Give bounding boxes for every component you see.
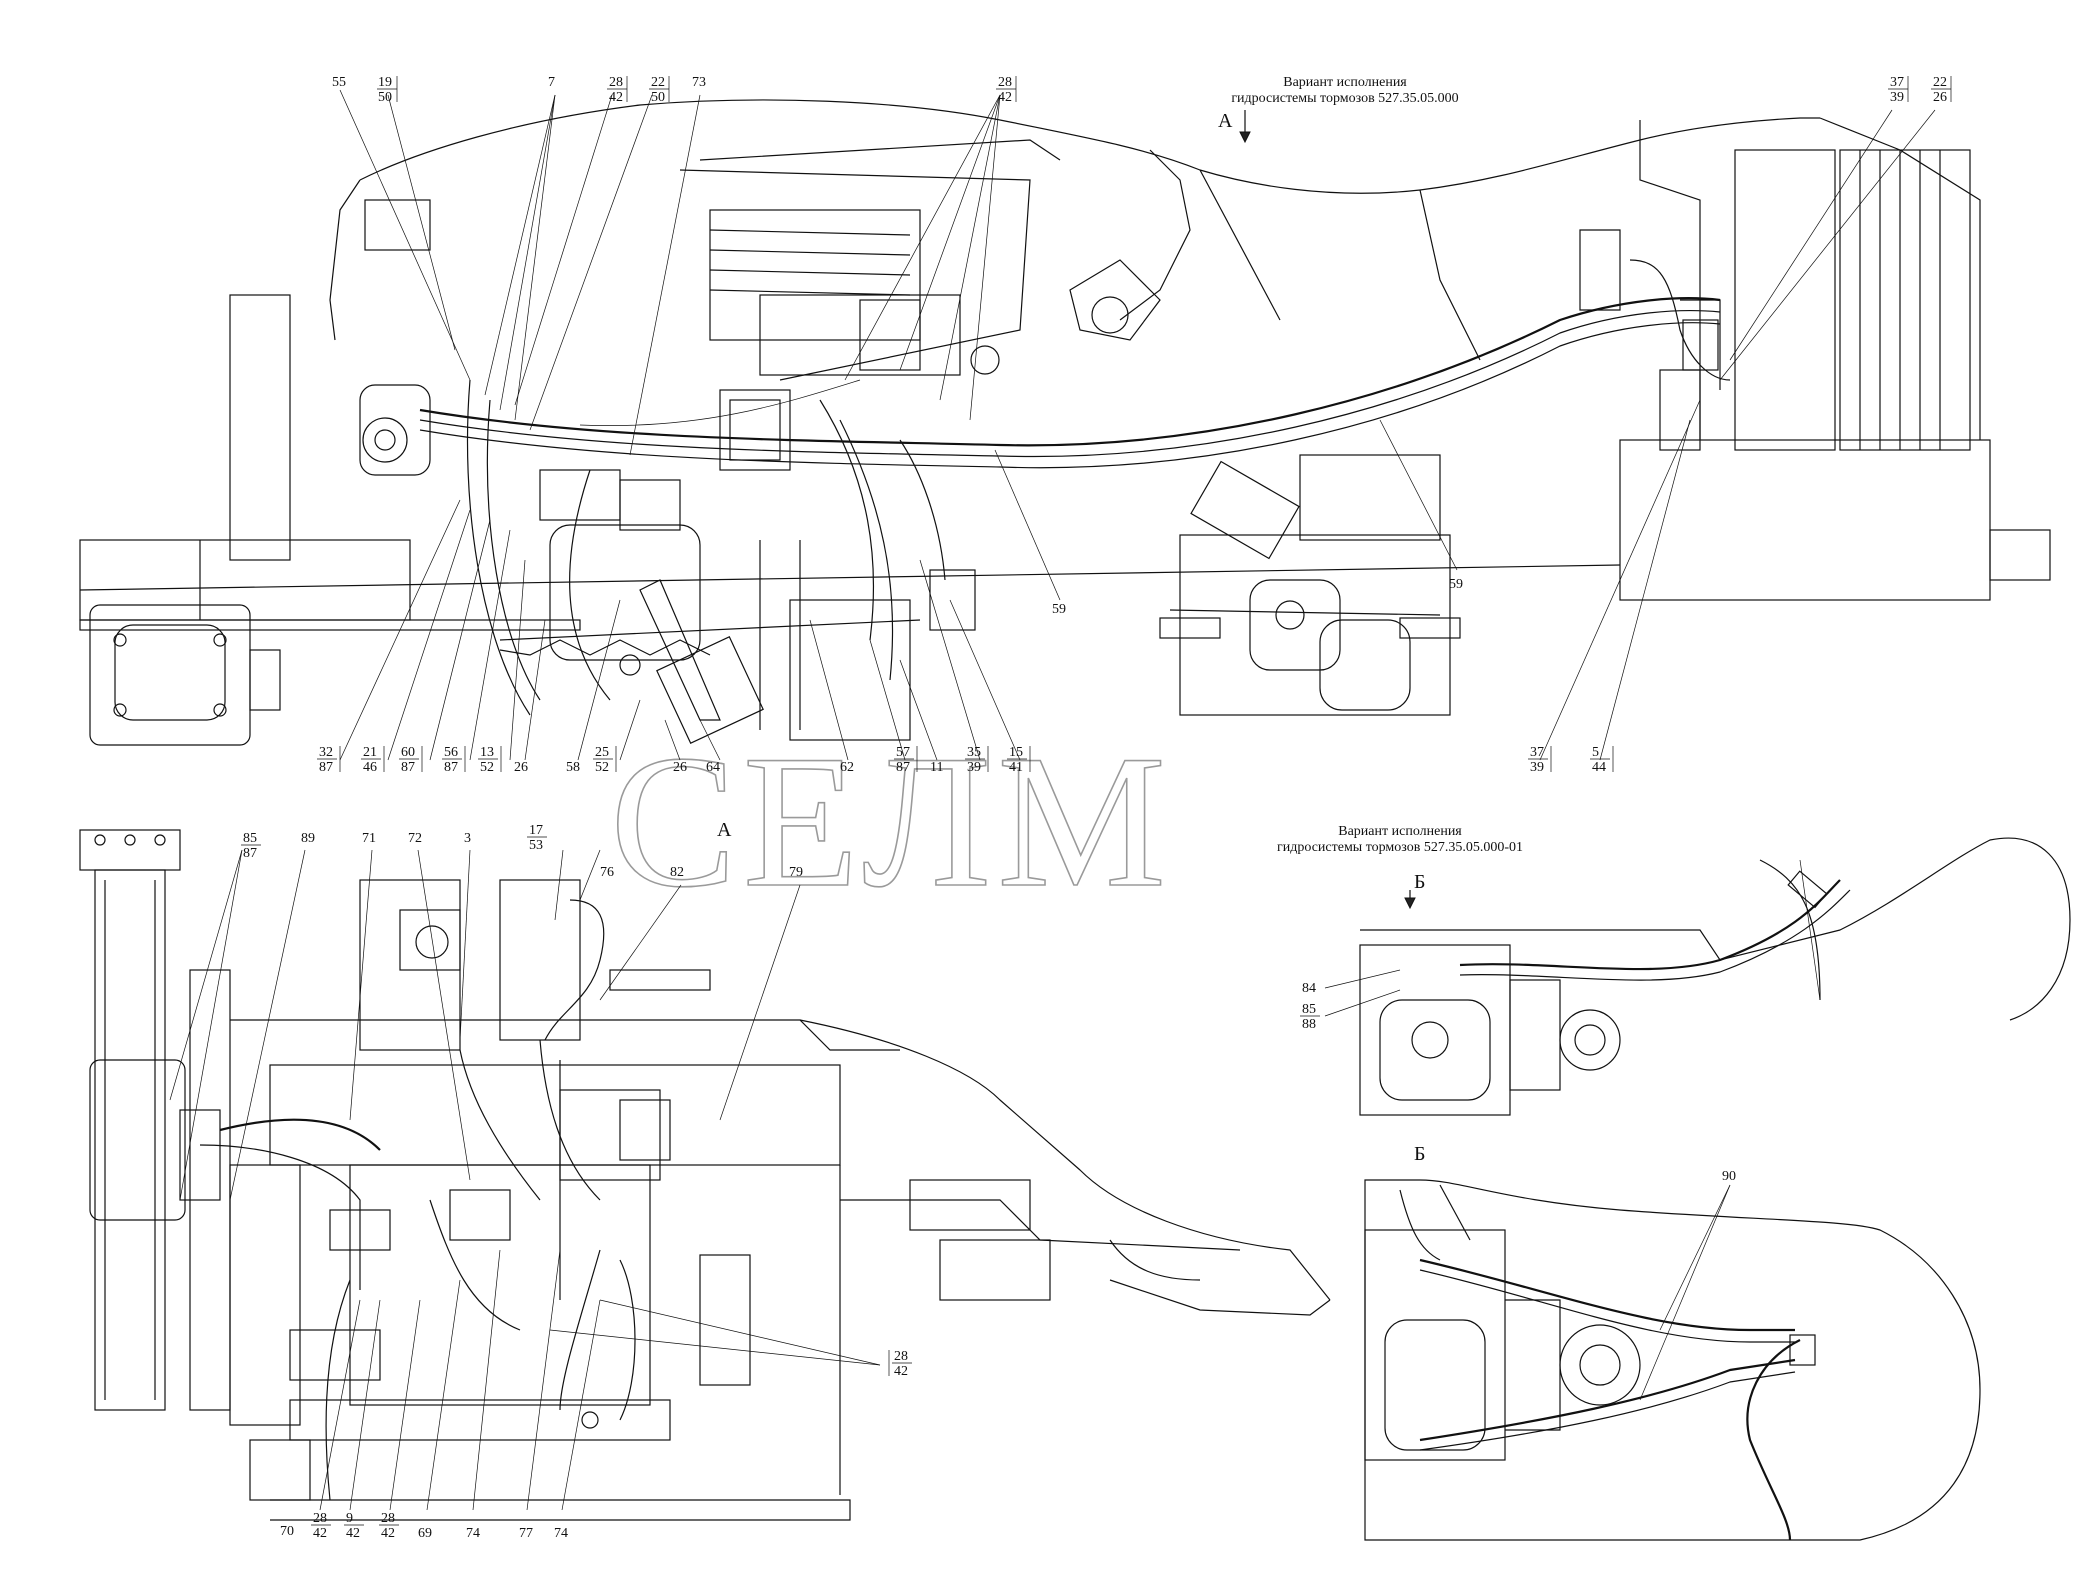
callout: 11 <box>930 760 943 775</box>
callouts-view-b: 84 85 88 90 <box>1300 969 1736 1184</box>
callout: 37 <box>1530 745 1544 760</box>
callout: 74 <box>554 1526 568 1541</box>
callout: 41 <box>1009 760 1023 775</box>
callout: 70 <box>280 1524 294 1539</box>
watermark-text: СЕЛМ <box>610 717 1172 927</box>
callout: 58 <box>566 760 580 775</box>
variant-1-caption-line2: гидросистемы тормозов 527.35.05.000 <box>1231 91 1458 106</box>
callout: 71 <box>362 831 376 846</box>
view-label-a-top: А <box>1218 110 1233 132</box>
callout: 28 <box>313 1511 327 1526</box>
callout: 87 <box>243 846 257 861</box>
view-label-b: Б <box>1414 1143 1425 1165</box>
callout: 59 <box>1449 577 1463 592</box>
callout: 87 <box>319 760 333 775</box>
callout: 82 <box>670 865 684 880</box>
callouts-top: 55 19 50 7 28 42 22 50 73 28 42 37 39 22… <box>332 75 1952 617</box>
callout: 25 <box>595 745 609 760</box>
callout: 13 <box>480 745 494 760</box>
callout: 42 <box>609 90 623 105</box>
callout: 35 <box>967 745 981 760</box>
top-side-view <box>79 99 2051 746</box>
callout: 26 <box>1933 90 1947 105</box>
callout: 74 <box>466 1526 480 1541</box>
callout: 50 <box>651 90 665 105</box>
callout: 52 <box>595 760 609 775</box>
callout: 42 <box>894 1364 908 1379</box>
callout: 42 <box>381 1526 395 1541</box>
callout: 46 <box>363 760 377 775</box>
callout: 42 <box>998 90 1012 105</box>
callouts-view-a: 85 87 89 71 72 3 17 53 76 82 79 28 42 70… <box>241 823 912 1541</box>
callout: 32 <box>319 745 333 760</box>
callout: 85 <box>1302 1002 1316 1017</box>
callout: 22 <box>651 75 665 90</box>
callout: 37 <box>1890 75 1904 90</box>
callout: 79 <box>789 865 803 880</box>
callout: 39 <box>967 760 981 775</box>
bottom-plan-view-a <box>79 829 1331 1521</box>
view-b-lower <box>1364 1179 1981 1541</box>
variant-1-caption-line1: Вариант исполнения <box>1283 75 1407 90</box>
callout: 59 <box>1052 602 1066 617</box>
callout: 72 <box>408 831 422 846</box>
callout: 26 <box>514 760 528 775</box>
top-view-leader-lines <box>339 89 1936 761</box>
callout: 52 <box>480 760 494 775</box>
callout: 5 <box>1592 745 1599 760</box>
view-a-leader-lines <box>169 849 881 1511</box>
callout: 28 <box>894 1349 908 1364</box>
callout: 28 <box>381 1511 395 1526</box>
callout: 50 <box>378 90 392 105</box>
callout: 84 <box>1302 981 1316 996</box>
callout: 15 <box>1009 745 1023 760</box>
callout: 21 <box>363 745 377 760</box>
callout: 42 <box>313 1526 327 1541</box>
callout: 39 <box>1890 90 1904 105</box>
callout: 39 <box>1530 760 1544 775</box>
callout: 57 <box>896 745 910 760</box>
callout: 19 <box>378 75 392 90</box>
callout: 64 <box>706 760 720 775</box>
callout: 3 <box>464 831 471 846</box>
callout: 89 <box>301 831 315 846</box>
callout: 85 <box>243 831 257 846</box>
callout: 87 <box>401 760 415 775</box>
callout: 62 <box>840 760 854 775</box>
callout: 73 <box>692 75 706 90</box>
variant-2-caption-line1: Вариант исполнения <box>1338 824 1462 839</box>
callouts-top-bottom-row: 32 87 21 46 60 87 56 87 13 52 26 58 25 5… <box>317 745 1614 775</box>
callout: 53 <box>529 838 543 853</box>
callout: 56 <box>444 745 458 760</box>
callout: 69 <box>418 1526 432 1541</box>
callout: 77 <box>519 1526 533 1541</box>
callout: 87 <box>444 760 458 775</box>
view-arrows <box>1239 110 1416 910</box>
callout: 22 <box>1933 75 1947 90</box>
callout: 60 <box>401 745 415 760</box>
callout: 28 <box>609 75 623 90</box>
callout: 55 <box>332 75 346 90</box>
view-label-a: А <box>717 819 732 841</box>
callout: 88 <box>1302 1017 1316 1032</box>
callout: 26 <box>673 760 687 775</box>
callout: 90 <box>1722 1169 1736 1184</box>
callout: 9 <box>346 1511 353 1526</box>
callout: 28 <box>998 75 1012 90</box>
callout: 42 <box>346 1526 360 1541</box>
callout: 44 <box>1592 760 1606 775</box>
view-b-upper <box>1359 837 2071 1116</box>
callout: 76 <box>600 865 614 880</box>
callout: 7 <box>548 75 555 90</box>
variant-2-caption-line2: гидросистемы тормозов 527.35.05.000-01 <box>1277 840 1523 855</box>
callout: 17 <box>529 823 543 838</box>
view-label-b-top: Б <box>1414 871 1425 893</box>
callout: 87 <box>896 760 910 775</box>
